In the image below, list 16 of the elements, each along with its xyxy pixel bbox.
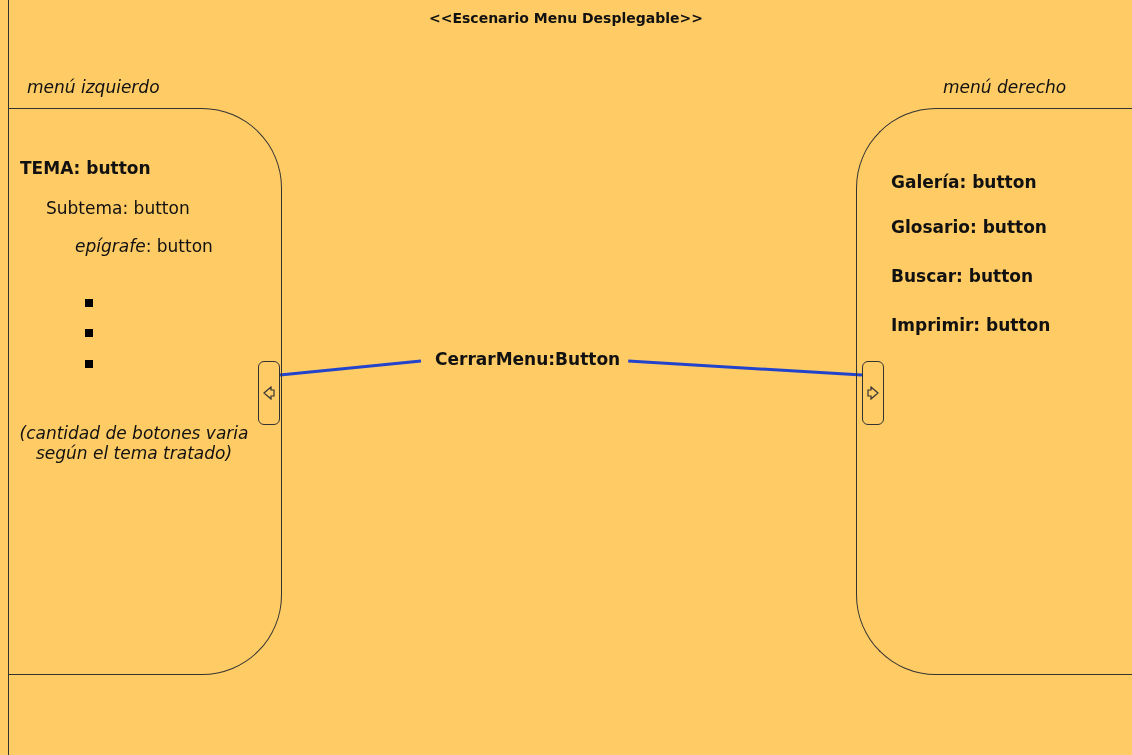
menu-item-label: Subtema: button bbox=[46, 198, 190, 218]
menu-item-label: Buscar: button bbox=[891, 266, 1034, 286]
menu-item-label: Imprimir: button bbox=[891, 315, 1051, 335]
callout-label: CerrarMenu:Button bbox=[435, 349, 621, 369]
panel-heading: menú derecho bbox=[943, 77, 1067, 97]
panel-heading: menú izquierdo bbox=[27, 77, 160, 97]
close-menu-button bbox=[862, 361, 884, 425]
leader-line bbox=[628, 359, 863, 377]
menu-item-label: Glosario: button bbox=[891, 217, 1047, 237]
menu-item-label: epígrafe: button bbox=[75, 236, 213, 256]
note-text: (cantidad de botones varia según el tema tratado) bbox=[18, 423, 250, 463]
diagram-title: <<Escenario Menu Desplegable>> bbox=[429, 10, 703, 26]
menu-item-label: TEMA: button bbox=[20, 158, 151, 178]
menu-item-label: Galería: button bbox=[891, 172, 1037, 192]
close-menu-button bbox=[258, 361, 280, 425]
leader-line bbox=[279, 359, 422, 377]
